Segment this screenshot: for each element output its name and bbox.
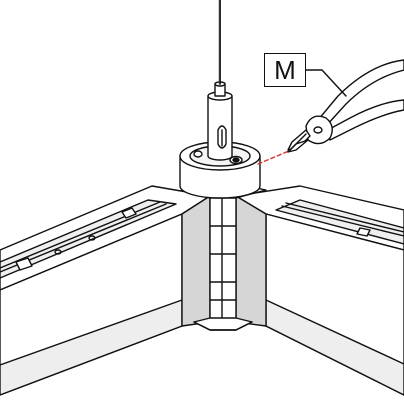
callout-box-m: M bbox=[264, 53, 306, 87]
wire-gripper bbox=[207, 81, 233, 161]
callout-label: M bbox=[274, 55, 296, 85]
right-profile-rail bbox=[235, 185, 404, 396]
callout-leader bbox=[305, 69, 347, 97]
cutting-pliers-icon bbox=[287, 59, 404, 153]
left-profile-rail bbox=[0, 185, 211, 396]
